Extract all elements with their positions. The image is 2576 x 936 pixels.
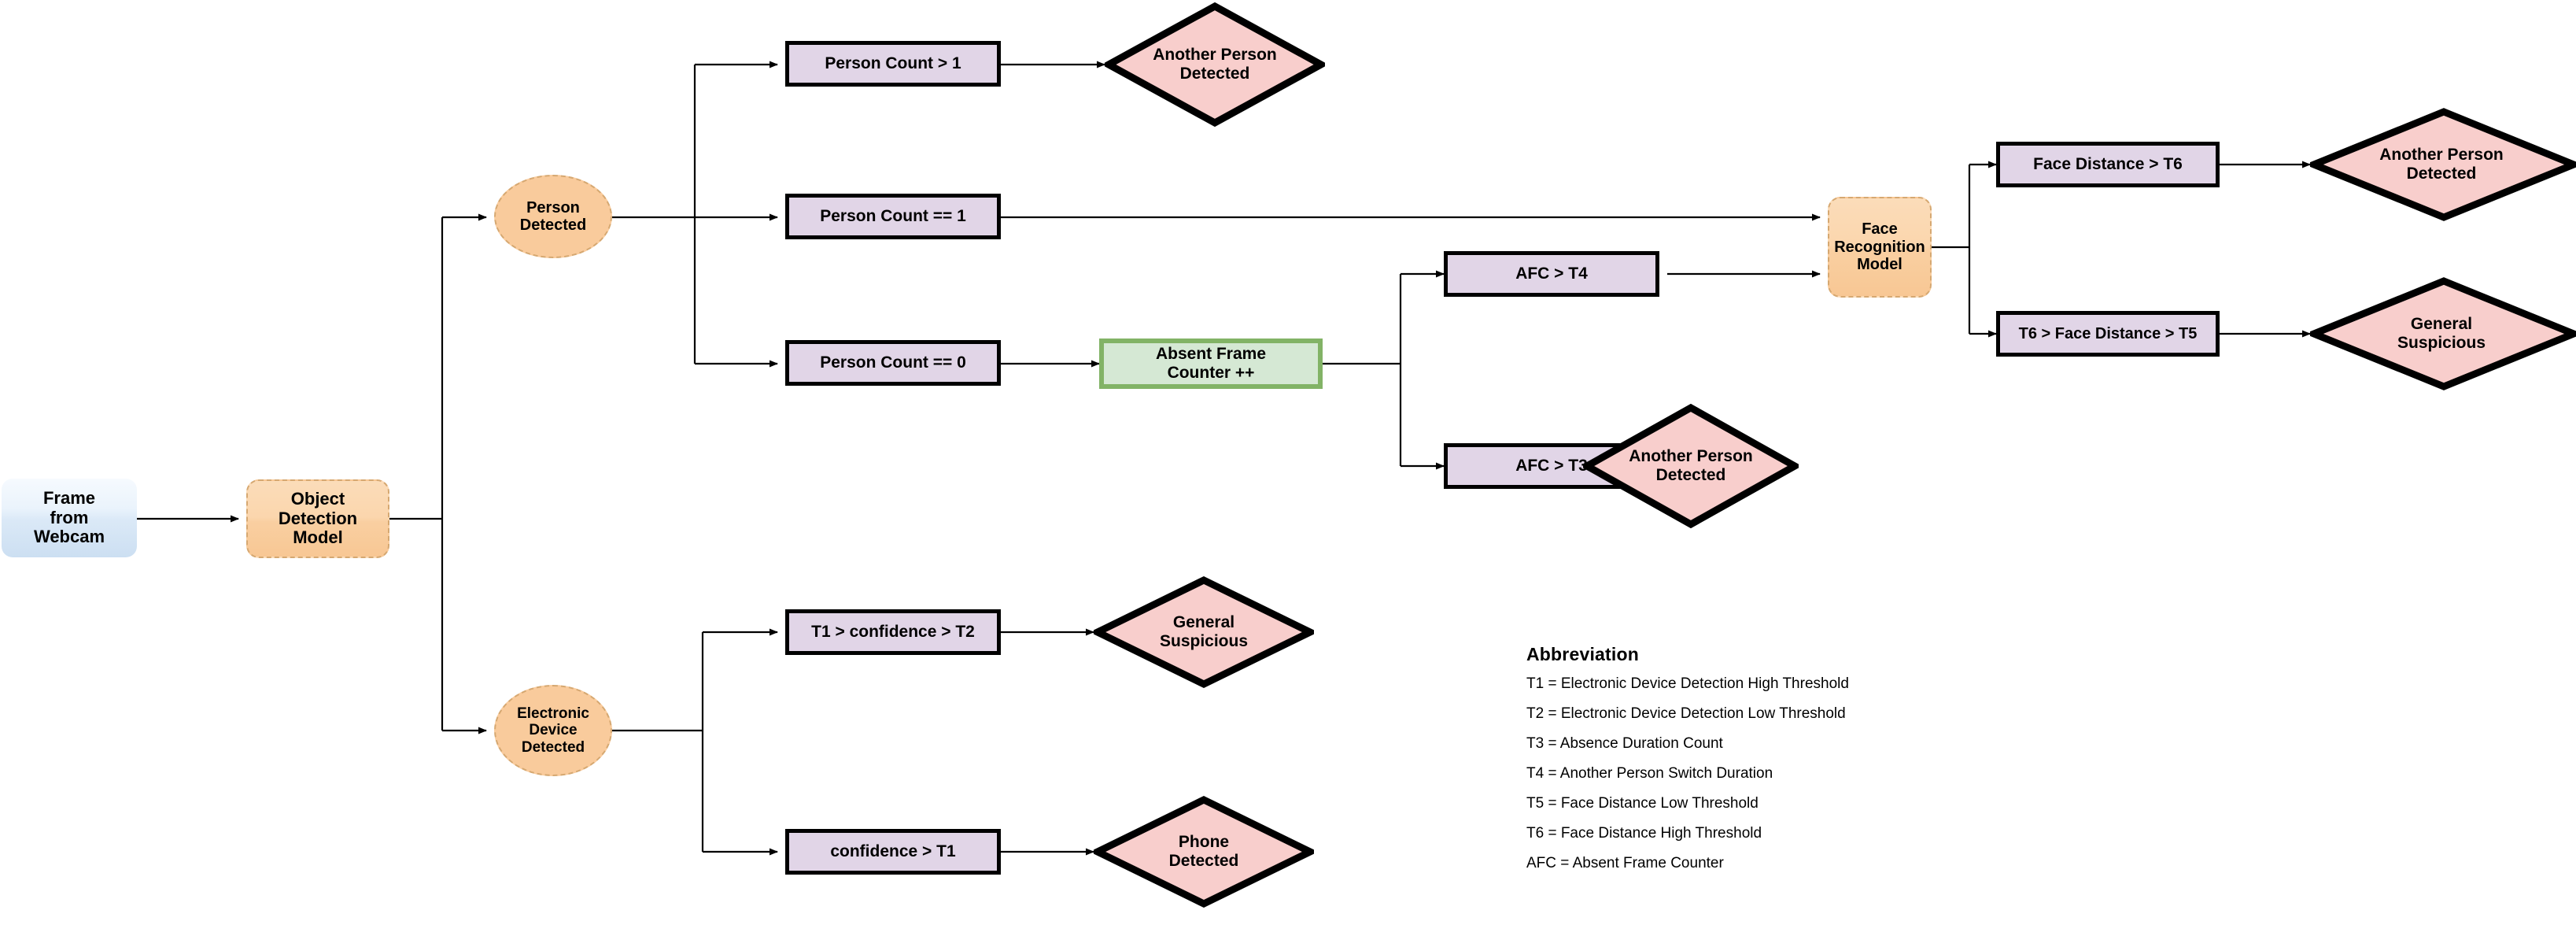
node-label: Absent Frame Counter ++ (1155, 345, 1267, 382)
node-electronic-device-detected[interactable]: Electronic Device Detected (494, 685, 612, 776)
node-frame-from-webcam[interactable]: Frame from Webcam (2, 479, 137, 557)
node-label: Another Person Detected (1153, 46, 1277, 83)
node-label: Another Person Detected (1629, 447, 1753, 484)
node-face-distance-gt-t6[interactable]: Face Distance > T6 (1996, 142, 2220, 187)
node-person-detected[interactable]: Person Detected (494, 175, 612, 258)
node-label: confidence > T1 (830, 842, 956, 861)
node-label: Face Distance > T6 (2033, 155, 2183, 174)
node-confidence-gt-t1[interactable]: confidence > T1 (785, 829, 1001, 875)
node-label: Person Count == 0 (820, 353, 966, 372)
node-label: Another Person Detected (2379, 146, 2504, 183)
diamond-shape (1105, 2, 1325, 127)
node-label: Frame from Webcam (33, 488, 105, 547)
node-label: Person Count > 1 (825, 54, 961, 73)
node-label: AFC > T3 (1515, 457, 1588, 475)
node-t6-gt-face-distance-gt-t5[interactable]: T6 > Face Distance > T5 (1996, 311, 2220, 357)
node-label: Object Detection Model (278, 489, 358, 548)
diamond-shape (2310, 108, 2576, 221)
node-label: Electronic Device Detected (517, 705, 589, 756)
node-label: General Suspicious (1159, 613, 1249, 650)
outcome-general-suspicious-right[interactable]: General Suspicious (2310, 277, 2576, 390)
legend-item-t1: T1 = Electronic Device Detection High Th… (1526, 675, 1849, 692)
legend-item-t5: T5 = Face Distance Low Threshold (1526, 795, 1759, 812)
node-afc-gt-t4[interactable]: AFC > T4 (1444, 251, 1659, 297)
outcome-another-person-detected-mid[interactable]: Another Person Detected (1583, 404, 1799, 528)
outcome-phone-detected[interactable]: Phone Detected (1094, 796, 1314, 908)
legend-title: Abbreviation (1526, 644, 1639, 664)
node-label: T1 > confidence > T2 (811, 623, 975, 642)
node-absent-frame-counter[interactable]: Absent Frame Counter ++ (1099, 339, 1323, 389)
node-person-count-eq-0[interactable]: Person Count == 0 (785, 340, 1001, 386)
node-label: AFC > T4 (1515, 265, 1588, 283)
node-object-detection-model[interactable]: Object Detection Model (246, 479, 389, 558)
diamond-shape (1094, 796, 1314, 908)
node-label: Person Count == 1 (820, 207, 966, 226)
diamond-shape (1094, 576, 1314, 688)
node-t1-gt-confidence-gt-t2[interactable]: T1 > confidence > T2 (785, 609, 1001, 655)
node-person-count-gt-1[interactable]: Person Count > 1 (785, 41, 1001, 87)
legend-item-t3: T3 = Absence Duration Count (1526, 735, 1723, 752)
outcome-another-person-detected-top[interactable]: Another Person Detected (1105, 2, 1325, 127)
node-label: General Suspicious (2397, 315, 2486, 352)
legend-item-t2: T2 = Electronic Device Detection Low Thr… (1526, 705, 1846, 722)
diamond-shape (2310, 277, 2576, 390)
outcome-another-person-detected-right[interactable]: Another Person Detected (2310, 108, 2576, 221)
node-label: Phone Detected (1168, 833, 1239, 870)
abbreviation-legend: Abbreviation T1 = Electronic Device Dete… (1526, 644, 1849, 886)
node-label: T6 > Face Distance > T5 (2018, 324, 2198, 342)
node-label: Person Detected (519, 198, 587, 234)
legend-item-t6: T6 = Face Distance High Threshold (1526, 825, 1762, 842)
outcome-general-suspicious-bottom[interactable]: General Suspicious (1094, 576, 1314, 688)
node-person-count-eq-1[interactable]: Person Count == 1 (785, 194, 1001, 239)
legend-item-afc: AFC = Absent Frame Counter (1526, 855, 1724, 871)
node-face-recognition-model[interactable]: Face Recognition Model (1828, 197, 1932, 298)
legend-item-t4: T4 = Another Person Switch Duration (1526, 765, 1773, 782)
node-label: Face Recognition Model (1834, 220, 1925, 274)
